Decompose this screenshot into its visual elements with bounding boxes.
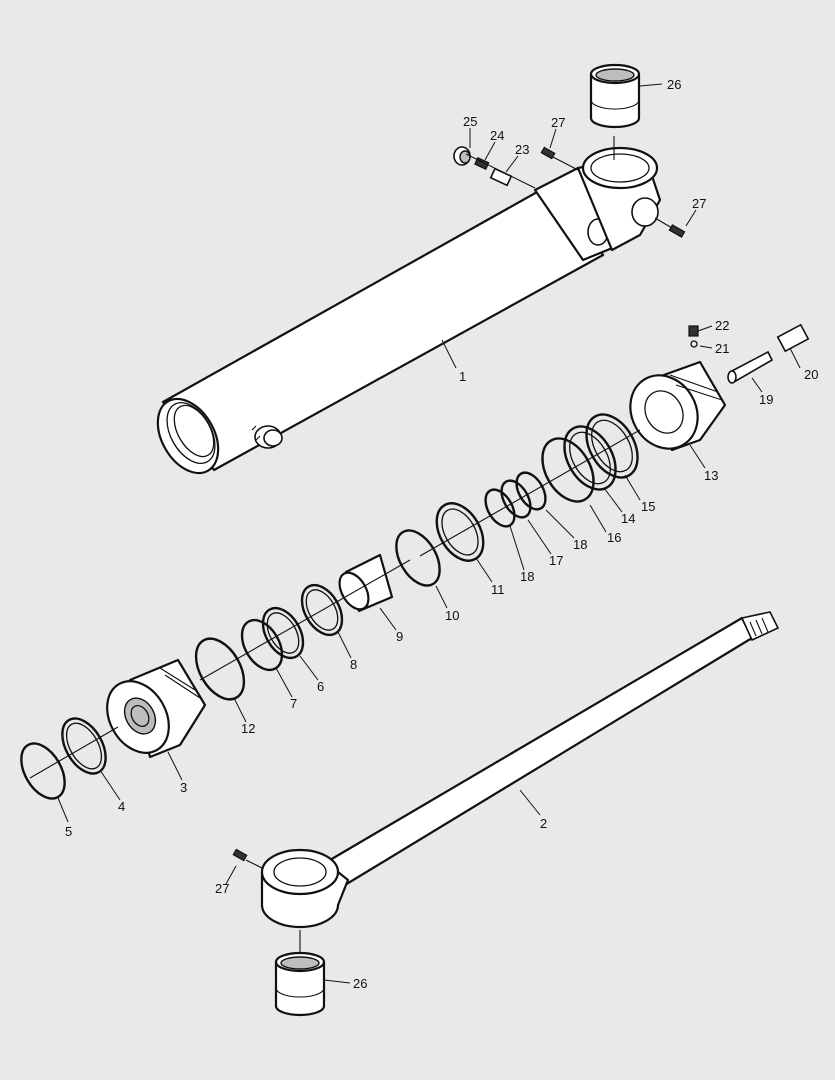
callout-17: 17: [549, 553, 563, 568]
bushing-top: [589, 63, 641, 129]
callout-5: 5: [65, 824, 72, 839]
piston-rod: [232, 611, 780, 955]
callout-14: 14: [621, 511, 635, 526]
callout-1: 1: [459, 369, 466, 384]
callout-24: 24: [490, 128, 504, 143]
callout-3: 3: [180, 780, 187, 795]
callout-13: 13: [704, 468, 718, 483]
piston-group: [419, 323, 810, 562]
leader-lines: [57, 83, 801, 984]
callout-11: 11: [491, 582, 505, 597]
cylinder-barrel: [156, 136, 662, 475]
callout-20: 20: [804, 367, 818, 382]
callout-18-left: 18: [520, 569, 534, 584]
callout-4: 4: [118, 799, 125, 814]
callout-7: 7: [290, 696, 297, 711]
callout-25: 25: [463, 114, 477, 129]
callout-9: 9: [396, 629, 403, 644]
fittings-top: [453, 146, 686, 238]
callout-8: 8: [350, 657, 357, 672]
callout-27-right: 27: [692, 196, 706, 211]
callout-16: 16: [607, 530, 621, 545]
callout-23: 23: [515, 142, 529, 157]
callout-10: 10: [445, 608, 459, 623]
callout-18-right: 18: [573, 537, 587, 552]
callout-labels: 26 25 24 23 27 27 1 22 21 20 19 13 15 14…: [65, 77, 818, 991]
bushing-bottom: [274, 951, 326, 1017]
gland: [106, 658, 207, 759]
callout-26-bottom: 26: [353, 976, 367, 991]
callout-6: 6: [317, 679, 324, 694]
callout-19: 19: [759, 392, 773, 407]
callout-12: 12: [241, 721, 255, 736]
callout-27-bottom: 27: [215, 881, 229, 896]
callout-2: 2: [540, 816, 547, 831]
wiper-set: [20, 717, 119, 800]
callout-26-top: 26: [667, 77, 681, 92]
callout-22: 22: [715, 318, 729, 333]
callout-15: 15: [641, 499, 655, 514]
callout-21: 21: [715, 341, 729, 356]
callout-27-top: 27: [551, 115, 565, 130]
seal-set: [194, 529, 441, 701]
